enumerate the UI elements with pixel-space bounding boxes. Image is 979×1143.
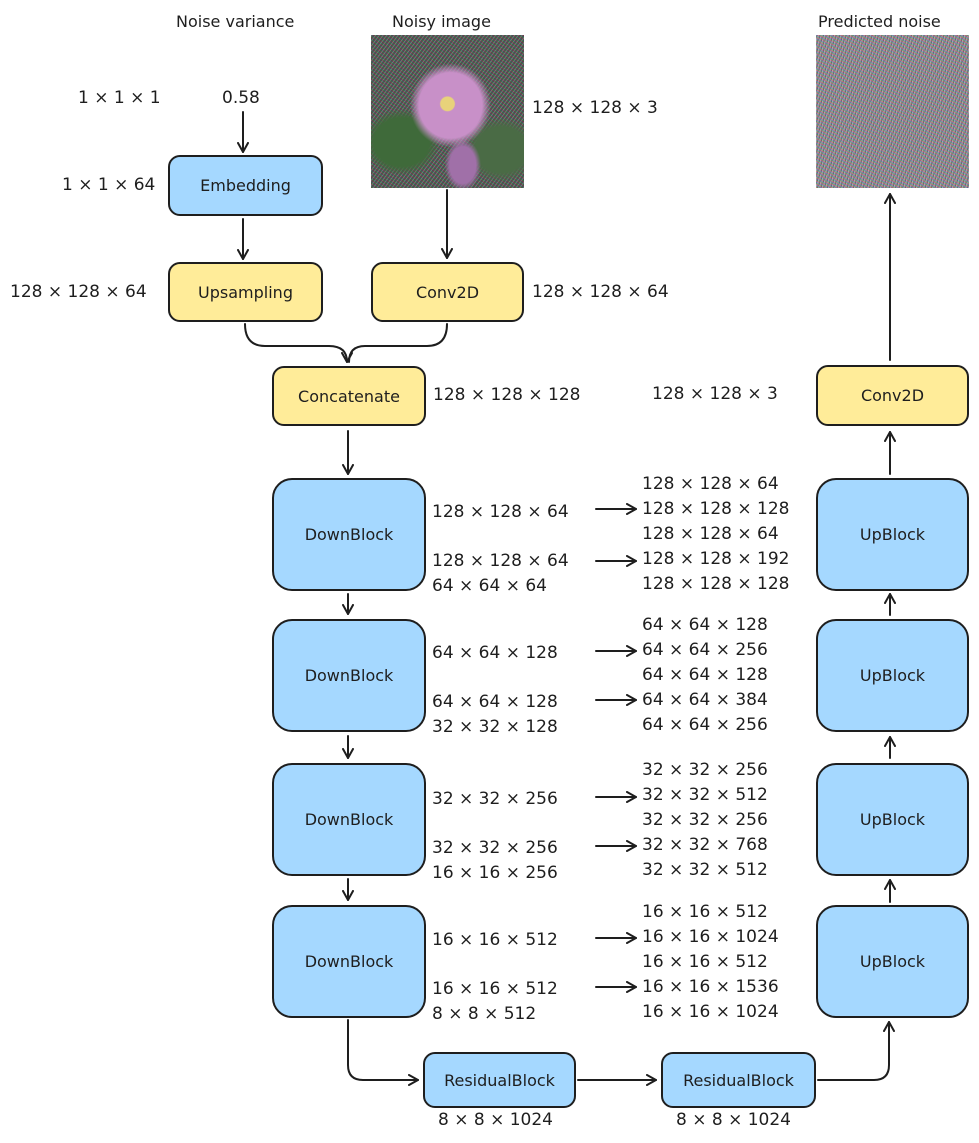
up4-shape-1: 16 × 16 × 1024 xyxy=(642,927,779,947)
downblock-1: DownBlock xyxy=(272,478,426,591)
upblock-2-label: UpBlock xyxy=(859,666,926,685)
down2-out-shape: 32 × 32 × 128 xyxy=(432,717,558,737)
embedding-block-label: Embedding xyxy=(200,176,291,195)
conv2d-input-block-label: Conv2D xyxy=(415,282,480,302)
down4-skip1-shape: 16 × 16 × 512 xyxy=(432,930,558,950)
up3-shape-3: 32 × 32 × 768 xyxy=(642,835,768,855)
up3-shape-4: 32 × 32 × 512 xyxy=(642,860,768,880)
up4-shape-2: 16 × 16 × 512 xyxy=(642,952,768,972)
conv2d-output-shape-label: 128 × 128 × 3 xyxy=(652,384,778,404)
residualblock-1-shape-label: 8 × 8 × 1024 xyxy=(438,1110,553,1130)
up4-shape-4: 16 × 16 × 1024 xyxy=(642,1002,779,1022)
conv2d-input-block: Conv2D xyxy=(371,262,524,322)
image-shape-label: 128 × 128 × 3 xyxy=(532,98,658,118)
downblock-2-label: DownBlock xyxy=(304,666,394,685)
predicted-noise-image xyxy=(816,35,969,188)
downblock-1-label: DownBlock xyxy=(304,525,394,544)
down1-out-shape: 64 × 64 × 64 xyxy=(432,576,547,596)
up2-shape-4: 64 × 64 × 256 xyxy=(642,715,768,735)
conv2d-output-block-label: Conv2D xyxy=(860,386,925,405)
variance-value-label: 0.58 xyxy=(222,88,260,108)
up3-shape-0: 32 × 32 × 256 xyxy=(642,760,768,780)
up2-shape-0: 64 × 64 × 128 xyxy=(642,615,768,635)
down4-skip2-shape: 16 × 16 × 512 xyxy=(432,979,558,999)
downblock-4: DownBlock xyxy=(272,905,426,1018)
concatenate-shape-label: 128 × 128 × 128 xyxy=(433,385,581,405)
upblock-4-label: UpBlock xyxy=(859,952,926,971)
arrow-residual2-to-up4 xyxy=(817,1021,895,1081)
up2-shape-1: 64 × 64 × 256 xyxy=(642,640,768,660)
embedding-shape-label: 1 × 1 × 64 xyxy=(62,175,156,195)
noisy-image-title: Noisy image xyxy=(392,12,491,31)
conv2d-output-block: Conv2D xyxy=(816,365,969,426)
down1-skip2-shape: 128 × 128 × 64 xyxy=(432,551,569,571)
down3-out-shape: 16 × 16 × 256 xyxy=(432,863,558,883)
upblock-3: UpBlock xyxy=(816,763,969,876)
up1-shape-0: 128 × 128 × 64 xyxy=(642,474,779,494)
arrow-conv2d-to-merge xyxy=(348,323,448,363)
arrow-merge-to-concatenate xyxy=(244,323,353,363)
arrow-down4-to-residual1 xyxy=(347,1019,419,1086)
upblock-3-label: UpBlock xyxy=(859,810,926,829)
down1-skip1-shape: 128 × 128 × 64 xyxy=(432,502,569,522)
up1-shape-2: 128 × 128 × 64 xyxy=(642,524,779,544)
up1-shape-4: 128 × 128 × 128 xyxy=(642,574,790,594)
embedding-block: Embedding xyxy=(168,155,323,216)
down4-out-shape: 8 × 8 × 512 xyxy=(432,1004,537,1024)
down2-skip1-shape: 64 × 64 × 128 xyxy=(432,643,558,663)
down3-skip2-shape: 32 × 32 × 256 xyxy=(432,838,558,858)
up4-shape-3: 16 × 16 × 1536 xyxy=(642,977,779,997)
residualblock-1-label: ResidualBlock xyxy=(444,1070,555,1090)
conv2d-input-shape-label: 128 × 128 × 64 xyxy=(532,282,669,302)
up3-shape-2: 32 × 32 × 256 xyxy=(642,810,768,830)
upsampling-shape-label: 128 × 128 × 64 xyxy=(10,282,147,302)
noise-variance-title: Noise variance xyxy=(176,12,295,31)
upsampling-block-label: Upsampling xyxy=(198,282,293,302)
downblock-4-label: DownBlock xyxy=(304,952,394,971)
up1-shape-1: 128 × 128 × 128 xyxy=(642,499,790,519)
residualblock-2: ResidualBlock xyxy=(661,1052,816,1108)
predicted-noise-title: Predicted noise xyxy=(818,12,941,31)
down3-skip1-shape: 32 × 32 × 256 xyxy=(432,789,558,809)
up3-shape-1: 32 × 32 × 512 xyxy=(642,785,768,805)
concatenate-block-label: Concatenate xyxy=(298,386,400,406)
up2-shape-3: 64 × 64 × 384 xyxy=(642,690,768,710)
down2-skip2-shape: 64 × 64 × 128 xyxy=(432,692,558,712)
upblock-2: UpBlock xyxy=(816,619,969,732)
downblock-3: DownBlock xyxy=(272,763,426,876)
up4-shape-0: 16 × 16 × 512 xyxy=(642,902,768,922)
upsampling-block: Upsampling xyxy=(168,262,323,322)
downblock-3-label: DownBlock xyxy=(304,810,394,829)
up2-shape-2: 64 × 64 × 128 xyxy=(642,665,768,685)
residualblock-1: ResidualBlock xyxy=(423,1052,576,1108)
noisy-flower-image xyxy=(371,35,524,188)
residualblock-2-label: ResidualBlock xyxy=(683,1070,794,1090)
upblock-4: UpBlock xyxy=(816,905,969,1018)
concatenate-block: Concatenate xyxy=(272,366,426,426)
residualblock-2-shape-label: 8 × 8 × 1024 xyxy=(676,1110,791,1130)
downblock-2: DownBlock xyxy=(272,619,426,732)
upblock-1: UpBlock xyxy=(816,478,969,591)
upblock-1-label: UpBlock xyxy=(859,525,926,544)
up1-shape-3: 128 × 128 × 192 xyxy=(642,549,790,569)
variance-shape-label: 1 × 1 × 1 xyxy=(78,88,161,108)
